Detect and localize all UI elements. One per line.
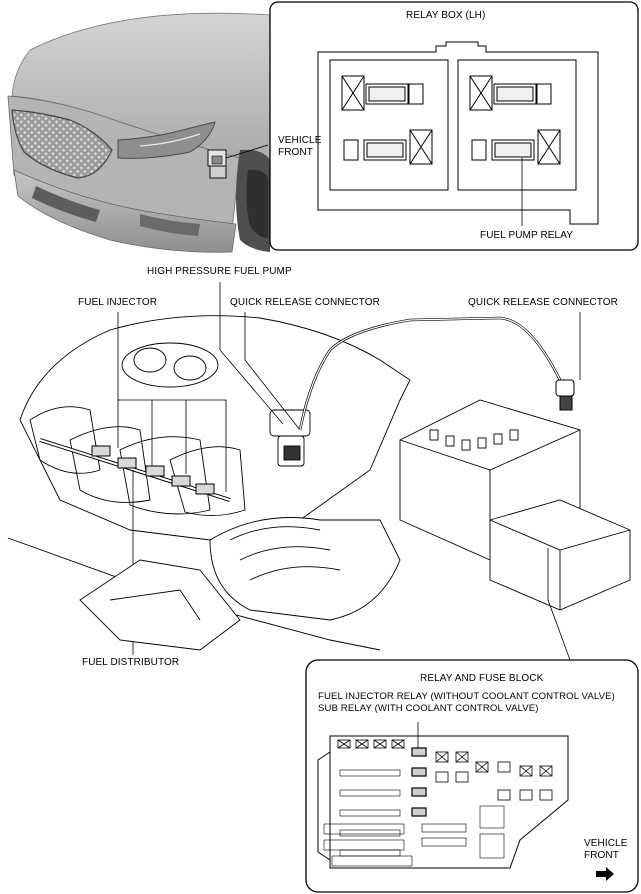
- fuel-injector-relay-label: FUEL INJECTOR RELAY (WITHOUT COOLANT CON…: [318, 691, 615, 702]
- vehicle-front-label-bottom-line1: VEHICLE: [584, 838, 628, 849]
- relay-fuse-block-callout: [305, 659, 639, 893]
- fuel-injector-label: FUEL INJECTOR: [78, 297, 158, 308]
- relay-box-location-marker: [207, 144, 269, 179]
- fuel-pump-relay-label: FUEL PUMP RELAY: [480, 230, 574, 241]
- vehicle-front-label-bottom-line2: FRONT: [584, 850, 619, 861]
- relay-and-fuse-block-label: RELAY AND FUSE BLOCK: [420, 673, 544, 684]
- vehicle-front-label-top-line2: FRONT: [278, 147, 313, 158]
- car-front-illustration: [7, 12, 302, 253]
- high-pressure-fuel-pump-label: HIGH PRESSURE FUEL PUMP: [147, 266, 292, 277]
- fuel-distributor-label: FUEL DISTRIBUTOR: [82, 657, 180, 668]
- sub-relay-label: SUB RELAY (WITH COOLANT CONTROL VALVE): [318, 703, 539, 714]
- quick-release-connector-label-2: QUICK RELEASE CONNECTOR: [468, 297, 618, 308]
- engine-bay-illustration: [7, 282, 631, 661]
- relay-box-lh-title: RELAY BOX (LH): [406, 10, 486, 21]
- right-arrow-icon: [596, 867, 614, 881]
- quick-release-connector-label-1: QUICK RELEASE CONNECTOR: [230, 297, 380, 308]
- relay-box-lh-callout: [269, 1, 639, 251]
- vehicle-front-label-top-line1: VEHICLE: [278, 135, 322, 146]
